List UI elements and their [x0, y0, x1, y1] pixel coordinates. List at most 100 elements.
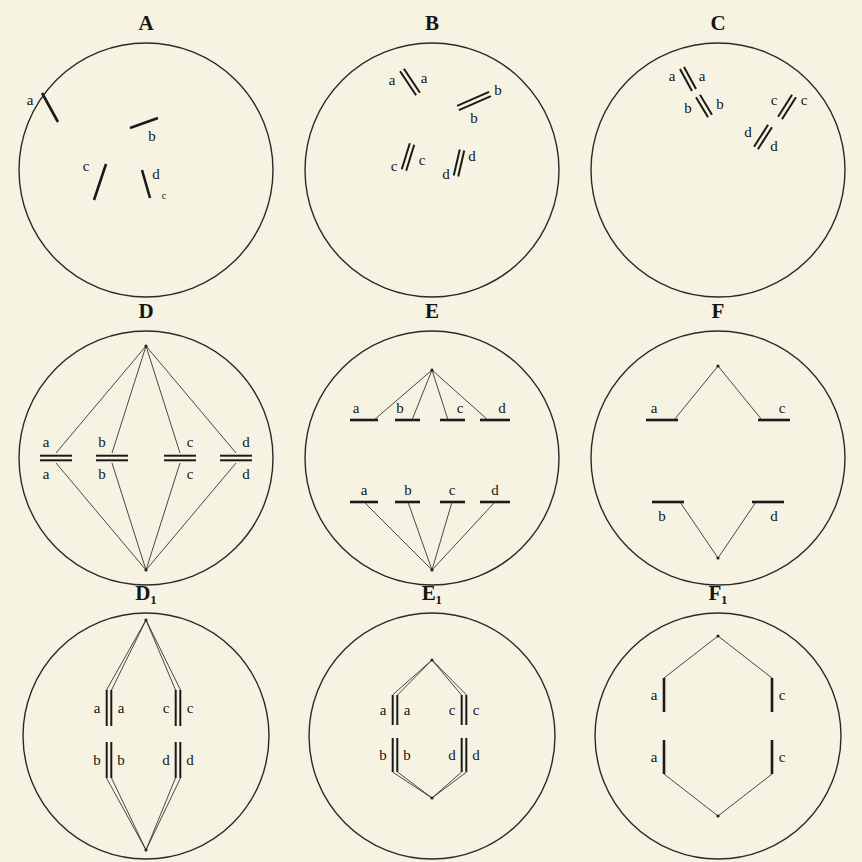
chromosome [392, 738, 394, 772]
chromosome-letter: c [162, 191, 166, 201]
spindle-fibre [112, 778, 147, 850]
chromosome [164, 459, 196, 461]
chromosome-letter: d [468, 149, 476, 164]
spindle-fibre [393, 660, 433, 695]
panel-letter: F₁ [594, 583, 842, 604]
spindle-fibre [718, 366, 762, 420]
spindle-fibre [680, 502, 718, 558]
chromosome [179, 742, 181, 778]
chromosome-letter: b [494, 83, 502, 98]
chromosome [758, 419, 790, 422]
chromosome-letter: a [651, 750, 658, 765]
cell-outline [308, 612, 556, 860]
chromosome [663, 678, 666, 712]
chromosome-letter: c [449, 703, 456, 718]
spindle-pole [144, 568, 147, 571]
spindle-fibre [112, 620, 147, 690]
spindle-fibre [364, 502, 432, 570]
spindle-fibre [107, 778, 147, 850]
spindle-fibre [107, 620, 147, 690]
chromosome-letter: c [187, 467, 194, 482]
spindle-fibre [432, 660, 462, 695]
spindle-fibre [146, 346, 180, 453]
chromosome-letter: d [162, 753, 170, 768]
chromosome [440, 419, 465, 422]
chromosome-letter: c [779, 688, 786, 703]
panel-letter: E₁ [308, 583, 556, 604]
spindle-pole [430, 368, 433, 371]
spindle-pole [716, 364, 719, 367]
chromosome-letter: c [187, 435, 194, 450]
chromosome-letter: d [442, 167, 450, 182]
chromosome-letter: b [403, 748, 411, 763]
cell-circle: B [304, 42, 560, 298]
chromosome-letter: c [779, 401, 786, 416]
chromosome-letter: a [94, 701, 101, 716]
chromosome-letter: b [684, 101, 692, 116]
chromosome [754, 125, 768, 147]
chromosome-letter: c [771, 93, 778, 108]
spindle-fibre [432, 370, 488, 420]
cell-outline [18, 42, 274, 298]
chromosome-letter: a [669, 69, 676, 84]
spindle-fibre [718, 636, 772, 678]
chromosome [350, 419, 378, 422]
spindle-pole [144, 618, 147, 621]
spindle-fibre [398, 772, 433, 798]
spindle-fibre [374, 370, 432, 420]
chromosome [40, 455, 72, 457]
chromosome [461, 738, 463, 772]
chromosome [392, 695, 394, 725]
chromosome [94, 164, 106, 200]
chromosome [646, 419, 678, 422]
spindle-fibre [718, 502, 756, 558]
chromosome-letter: d [770, 139, 778, 154]
spindle-fibre [56, 463, 146, 570]
chromosome [771, 678, 774, 712]
chromosome-letter: a [389, 73, 396, 88]
chromosome-letter: b [716, 97, 724, 112]
cell-outline [304, 42, 560, 298]
spindle-fibre [112, 463, 146, 570]
spindle-fibre [664, 774, 718, 816]
chromosome [42, 93, 58, 122]
spindle-fibre [146, 778, 176, 850]
chromosome-letter: c [163, 701, 170, 716]
spindle-fibre [393, 772, 433, 798]
panel-letter: D₁ [22, 583, 270, 604]
chromosome-letter: a [651, 688, 658, 703]
chromosome-letter: c [419, 153, 426, 168]
spindle-pole [144, 344, 147, 347]
spindle-fibre [408, 502, 432, 570]
chromosome [175, 690, 177, 726]
chromosome-letter: a [27, 93, 34, 108]
chromosome-letter: b [98, 467, 106, 482]
chromosome [106, 742, 108, 778]
chromosome-letter: b [658, 509, 666, 524]
chromosome [404, 69, 420, 93]
spindle-fibre [432, 772, 467, 798]
chromosome-letter: c [391, 159, 398, 174]
chromosome [465, 738, 467, 772]
chromosome-letter: a [651, 401, 658, 416]
chromosome-letter: d [152, 167, 160, 182]
chromosome-letter: a [43, 467, 50, 482]
chromosome-letter: d [770, 509, 778, 524]
chromosome-letter: d [472, 748, 480, 763]
chromosome-letter: a [361, 483, 368, 498]
chromosome-letter: c [187, 701, 194, 716]
cell-circle: F [590, 330, 846, 586]
chromosome-letter: a [118, 701, 125, 716]
chromosome-letter: d [242, 467, 250, 482]
chromosome [96, 459, 128, 461]
chromosome [457, 92, 489, 106]
chromosome [164, 455, 196, 457]
chromosome [402, 143, 410, 169]
spindle-pole [430, 796, 433, 799]
chromosome [106, 690, 108, 726]
chromosome [220, 455, 252, 457]
cell-outline [590, 42, 846, 298]
chromosome [110, 742, 112, 778]
panel-letter: C [590, 13, 846, 34]
chromosome [396, 695, 398, 725]
